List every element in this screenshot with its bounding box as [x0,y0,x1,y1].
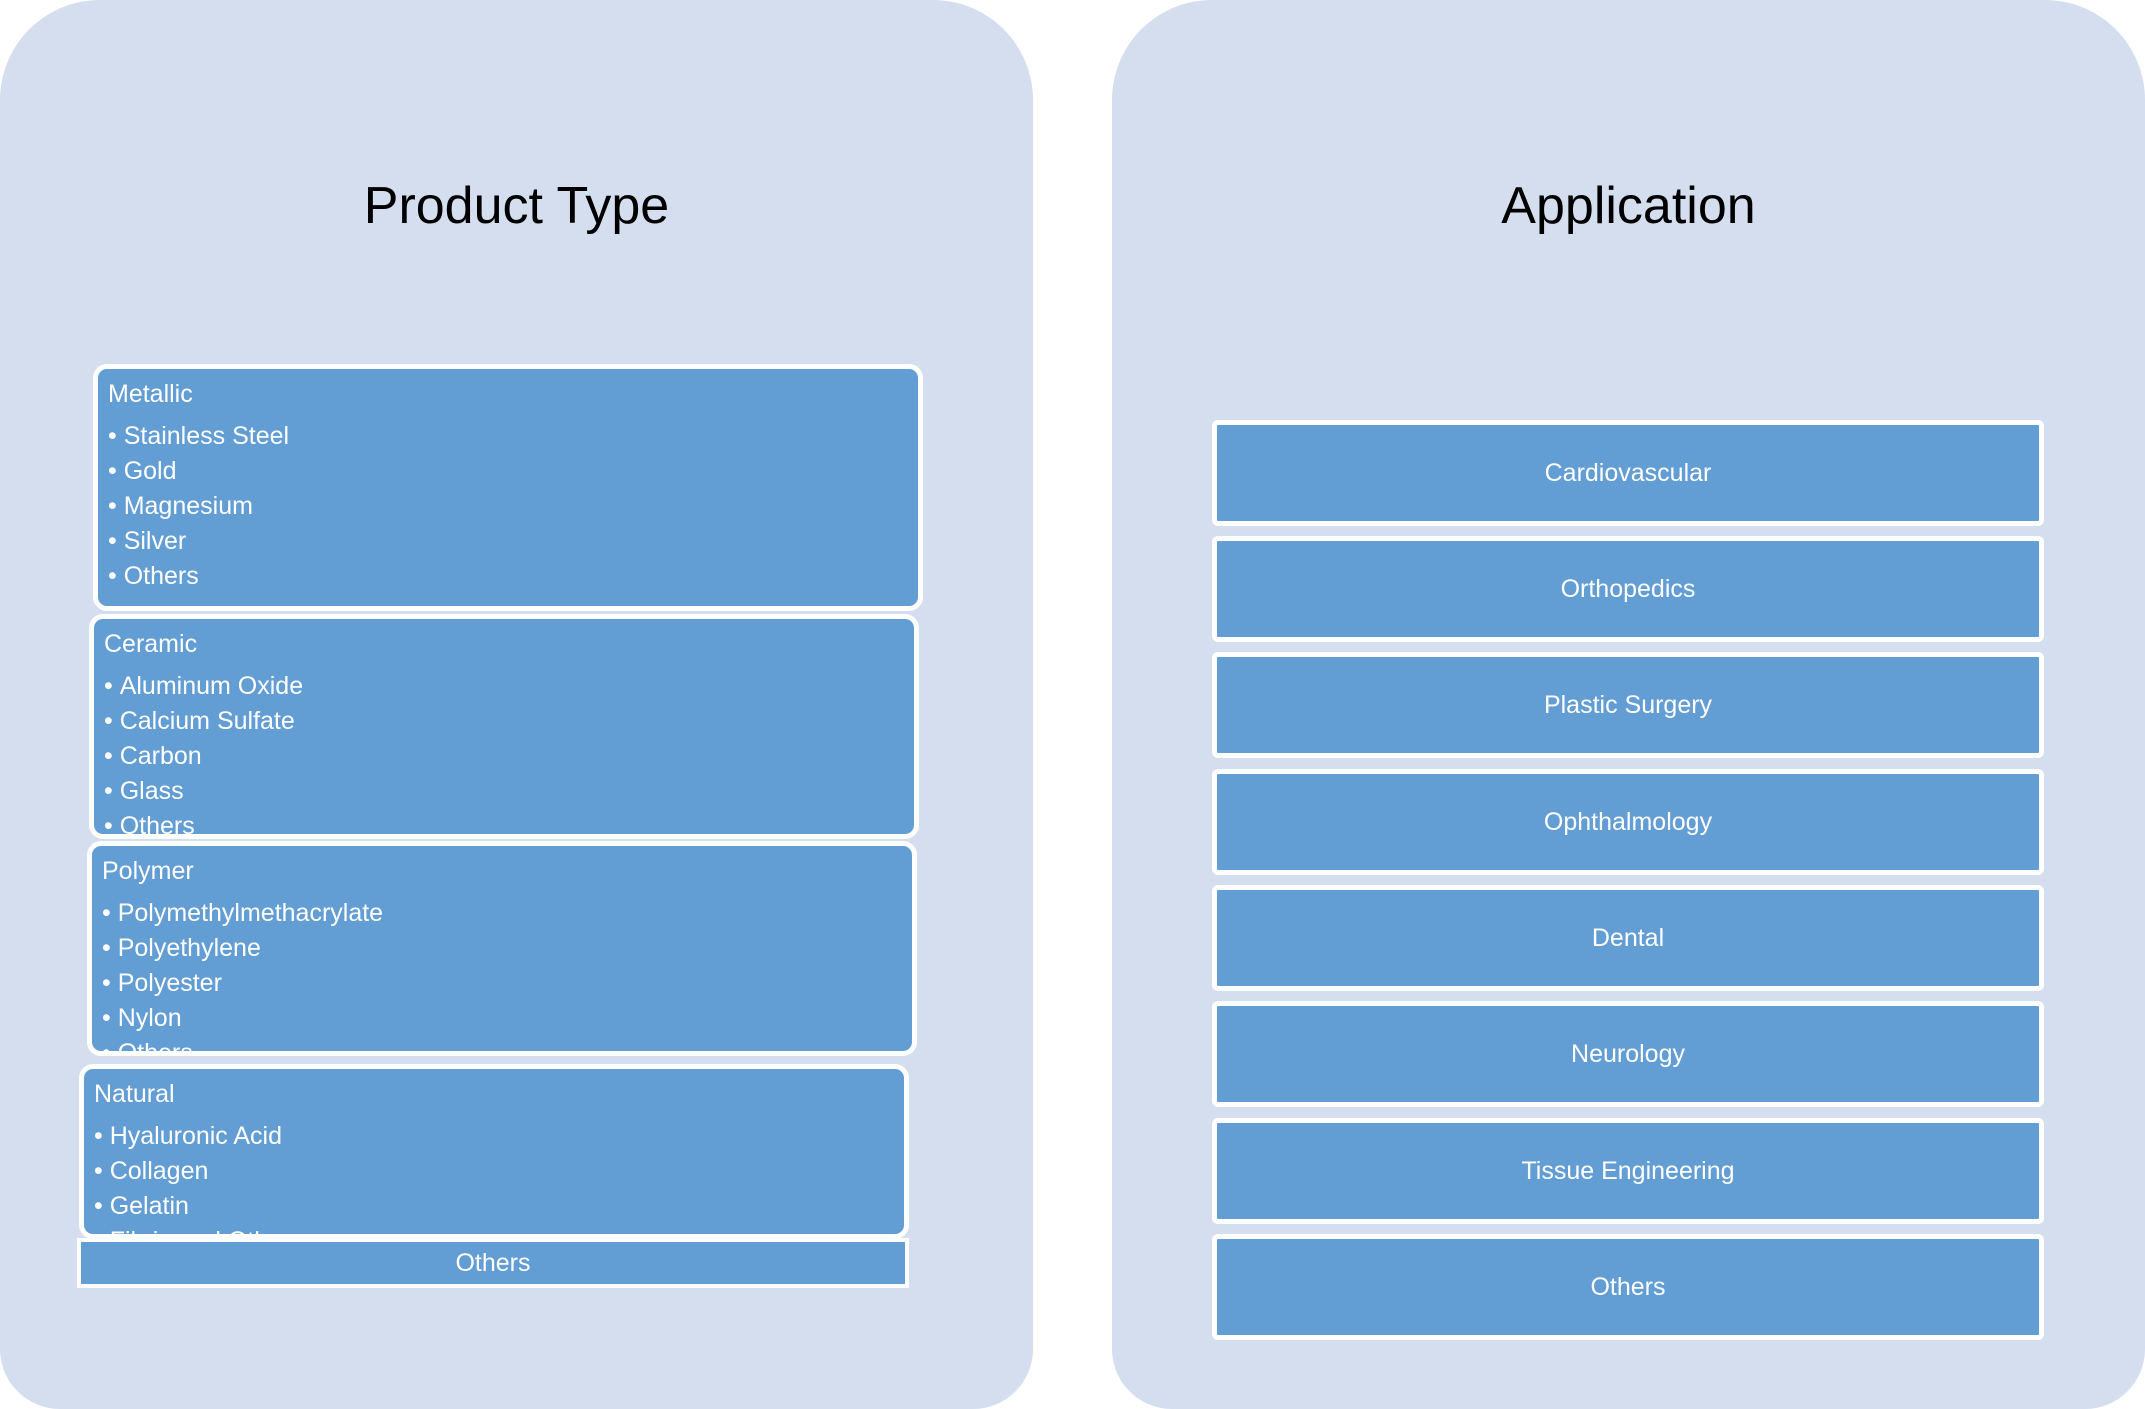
application-item: Cardiovascular [1212,420,2044,526]
list-item: Others [102,1036,383,1051]
list-item: Carbon [104,739,303,774]
ceramic-list: Aluminum Oxide Calcium Sulfate Carbon Gl… [104,669,303,834]
application-item: Dental [1212,885,2044,991]
list-item: Calcium Sulfate [104,704,303,739]
application-item: Neurology [1212,1001,2044,1107]
metallic-list: Stainless Steel Gold Magnesium Silver Ot… [108,419,289,594]
polymer-list: Polymethylmethacrylate Polyethylene Poly… [102,896,383,1051]
application-item: Orthopedics [1212,536,2044,642]
application-title: Application [1501,177,1756,235]
list-item: Stainless Steel [108,419,289,454]
polymer-box: Polymer Polymethylmethacrylate Polyethyl… [87,841,917,1056]
application-item: Others [1212,1234,2044,1340]
list-item: Collagen [94,1154,303,1189]
product-type-others-bar: Others [77,1238,909,1288]
list-item: Others [104,809,303,834]
list-item: Hyaluronic Acid [94,1119,303,1154]
ceramic-box: Ceramic Aluminum Oxide Calcium Sulfate C… [89,614,919,839]
list-item: Aluminum Oxide [104,669,303,704]
list-item: Gelatin [94,1189,303,1224]
list-item: Polyester [102,966,383,1001]
list-item: Polyethylene [102,931,383,966]
list-item: Gold [108,454,289,489]
natural-box: Natural Hyaluronic Acid Collagen Gelatin… [79,1064,909,1239]
natural-title: Natural [94,1080,175,1108]
metallic-title: Metallic [108,380,193,408]
list-item: Magnesium [108,489,289,524]
product-type-title: Product Type [363,177,670,235]
polymer-title: Polymer [102,857,194,885]
ceramic-title: Ceramic [104,630,198,658]
natural-list: Hyaluronic Acid Collagen Gelatin Fibrin … [94,1119,303,1234]
application-item: Tissue Engineering [1212,1118,2044,1224]
metallic-box: Metallic Stainless Steel Gold Magnesium … [93,364,923,611]
list-item: Glass [104,774,303,809]
application-item: Plastic Surgery [1212,652,2044,758]
list-item: Polymethylmethacrylate [102,896,383,931]
list-item: Fibrin and Others [94,1224,303,1234]
list-item: Nylon [102,1001,383,1036]
application-item: Ophthalmology [1212,769,2044,875]
list-item: Others [108,559,289,594]
list-item: Silver [108,524,289,559]
